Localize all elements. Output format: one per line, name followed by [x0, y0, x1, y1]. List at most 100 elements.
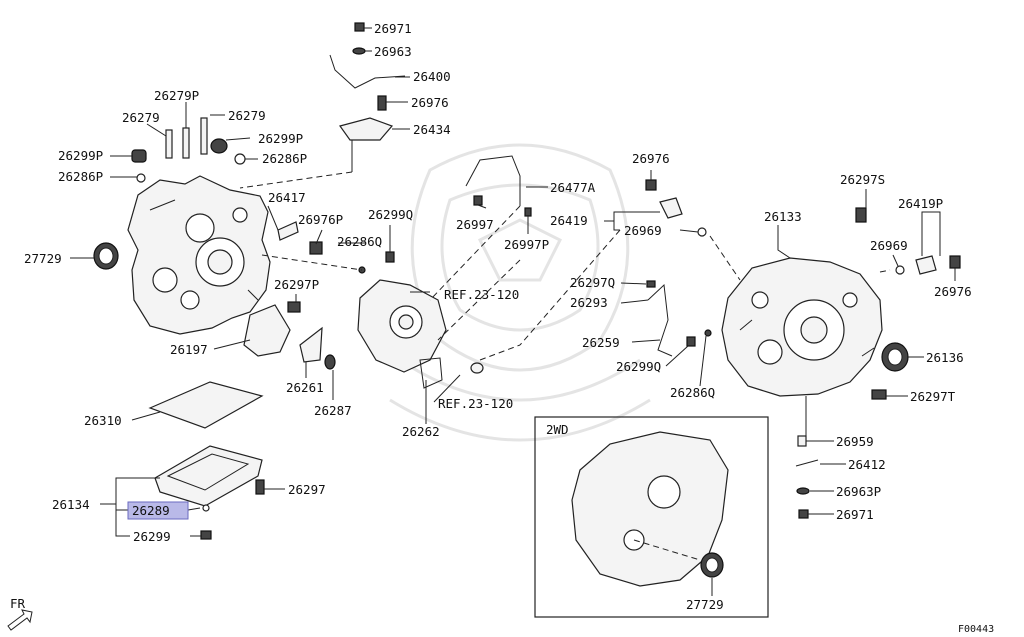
label-26971-bottom[interactable]: 26971: [836, 507, 874, 522]
label-26419P[interactable]: 26419P: [898, 196, 943, 211]
highlight-26289: [127, 501, 189, 520]
label-2wd: 2WD: [546, 422, 569, 437]
nut-26971-bottom-illustration: [798, 509, 809, 519]
label-26279-b[interactable]: 26279: [228, 108, 266, 123]
label-26299Q-top[interactable]: 26299Q: [368, 207, 413, 222]
label-26262[interactable]: 26262: [402, 424, 440, 439]
oil-pan-26134-illustration: [154, 445, 263, 507]
pipe-26293-26259-illustration: [647, 283, 673, 357]
bolt-26997-illustration: [473, 195, 483, 206]
sensor-26419P-illustration: [915, 255, 937, 275]
label-26299P-left[interactable]: 26299P: [58, 148, 103, 163]
label-26297P[interactable]: 26297P: [274, 277, 319, 292]
label-26299Q-mid[interactable]: 26299Q: [616, 359, 661, 374]
left-transaxle-case-illustration: [127, 175, 271, 335]
oring-26286Q-mid-illustration: [704, 329, 712, 337]
label-26286P-right[interactable]: 26286P: [262, 151, 307, 166]
label-26310[interactable]: 26310: [84, 413, 122, 428]
label-26134[interactable]: 26134: [52, 497, 90, 512]
label-26197[interactable]: 26197: [170, 342, 208, 357]
plug-26299Q-mid-illustration: [686, 336, 696, 347]
bracket-26477A-illustration: [465, 155, 521, 206]
bolt-26976-mid-illustration: [645, 179, 657, 191]
label-26293[interactable]: 26293: [570, 295, 608, 310]
bracket-26417-illustration: [277, 221, 299, 241]
oring-26969-mid-illustration: [697, 227, 707, 237]
label-26279-a[interactable]: 26279: [122, 110, 160, 125]
plug-26299P-left-illustration: [131, 149, 147, 163]
bolt-26297-illustration: [255, 479, 265, 495]
label-26299[interactable]: 26299: [133, 529, 171, 544]
washer-26963-illustration: [352, 47, 366, 55]
label-26287[interactable]: 26287: [314, 403, 352, 418]
label-26286Q-mid[interactable]: 26286Q: [670, 385, 715, 400]
label-26299P-right[interactable]: 26299P: [258, 131, 303, 146]
oring-26286P-left-illustration: [136, 173, 146, 183]
label-26417[interactable]: 26417: [268, 190, 306, 205]
label-26297Q[interactable]: 26297Q: [570, 275, 615, 290]
label-26133[interactable]: 26133: [764, 209, 802, 224]
nut-26971-top-illustration: [354, 22, 365, 32]
bolt-26297T-illustration: [871, 389, 887, 400]
bolt-26297P-illustration: [287, 301, 301, 313]
label-26976P[interactable]: 26976P: [298, 212, 343, 227]
label-26997[interactable]: 26997: [456, 217, 494, 232]
leader-lines: [70, 27, 956, 596]
label-26963P[interactable]: 26963P: [836, 484, 881, 499]
collar-26959-illustration: [797, 435, 807, 447]
plug-26299P-right-illustration: [210, 138, 228, 154]
2wd-variant-box: [534, 416, 769, 618]
label-27729-left[interactable]: 27729: [24, 251, 62, 266]
label-26286Q-top[interactable]: 26286Q: [337, 234, 382, 249]
lever-26262-illustration: [419, 357, 443, 389]
label-26259[interactable]: 26259: [582, 335, 620, 350]
bolt-26297S-illustration: [855, 207, 867, 223]
gasket-26310-illustration: [148, 381, 264, 429]
label-26289[interactable]: 26289: [132, 503, 170, 518]
label-26297[interactable]: 26297: [288, 482, 326, 497]
label-26969-mid[interactable]: 26969: [624, 223, 662, 238]
label-26136[interactable]: 26136: [926, 350, 964, 365]
label-26477A[interactable]: 26477A: [550, 180, 596, 195]
label-27729-box[interactable]: 27729: [686, 597, 724, 612]
label-26976-top[interactable]: 26976: [411, 95, 449, 110]
plug-26299-illustration: [200, 530, 212, 540]
label-26297S[interactable]: 26297S: [840, 172, 885, 187]
label-26434[interactable]: 26434: [413, 122, 451, 137]
stud-26279P-illustration: [182, 127, 190, 159]
label-26963[interactable]: 26963: [374, 44, 412, 59]
label-26976-right[interactable]: 26976: [934, 284, 972, 299]
label-ref-23-120-upper[interactable]: REF.23-120: [444, 287, 519, 302]
stud-26279-a-illustration: [165, 129, 173, 159]
label-26971-top[interactable]: 26971: [374, 21, 412, 36]
label-26412[interactable]: 26412: [848, 457, 886, 472]
magnet-26287-illustration: [324, 354, 336, 370]
right-transaxle-case-illustration: [721, 257, 883, 397]
bolt-26997P-illustration: [524, 207, 532, 217]
label-fr: FR: [10, 596, 26, 611]
label-26969-right[interactable]: 26969: [870, 238, 908, 253]
oring-26969-right-illustration: [895, 265, 905, 275]
valve-26434-illustration: [339, 117, 394, 141]
cover-26197-illustration: [243, 304, 291, 357]
label-26286P-left[interactable]: 26286P: [58, 169, 103, 184]
bolt-26976-right-illustration: [949, 255, 961, 269]
stud-26279-b-illustration: [200, 117, 208, 155]
label-26419[interactable]: 26419: [550, 213, 588, 228]
label-26261[interactable]: 26261: [286, 380, 324, 395]
label-26279P[interactable]: 26279P: [154, 88, 199, 103]
sensor-26419-illustration: [659, 197, 683, 219]
label-26297T[interactable]: 26297T: [910, 389, 956, 404]
washer-26963P-illustration: [796, 487, 810, 495]
label-26997P[interactable]: 26997P: [504, 237, 549, 252]
guide-26261-illustration: [299, 326, 323, 363]
bolt-26976-top-illustration: [377, 95, 387, 111]
label-26959[interactable]: 26959: [836, 434, 874, 449]
label-ref-23-120-lower[interactable]: REF.23-120: [438, 396, 513, 411]
clip-26412-illustration: [795, 459, 819, 467]
label-26976-mid[interactable]: 26976: [632, 151, 670, 166]
plug-26299Q-top-illustration: [385, 251, 395, 263]
front-arrow-icon: [7, 609, 33, 631]
label-26400[interactable]: 26400: [413, 69, 451, 84]
